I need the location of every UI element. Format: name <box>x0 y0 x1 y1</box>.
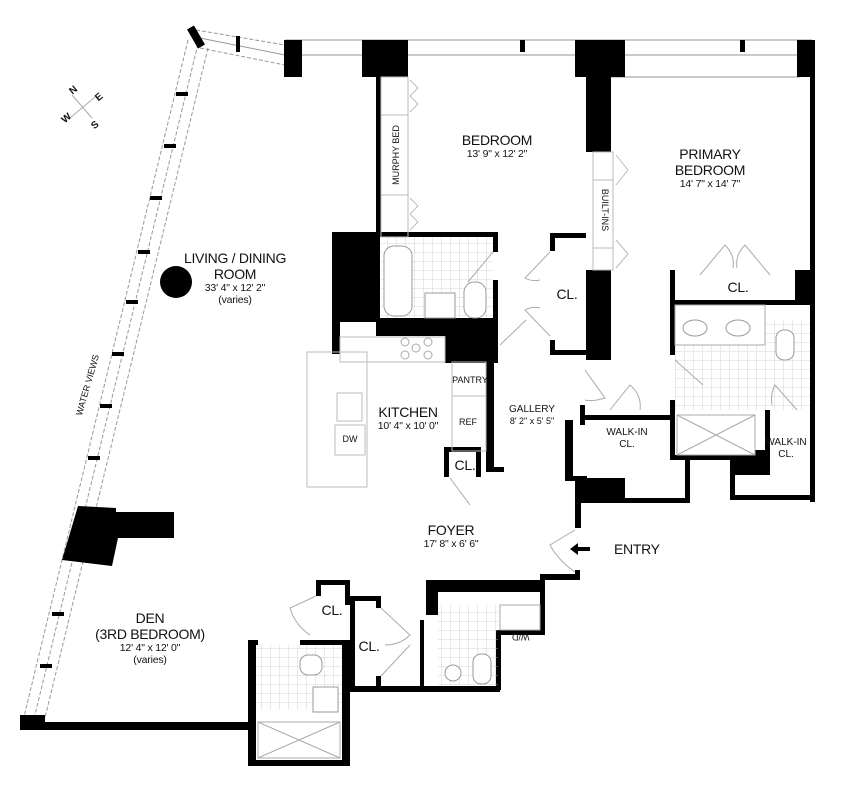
living-dining-label: LIVING / DINING ROOM 33' 4" x 12' 2" (va… <box>183 250 287 307</box>
sink-left <box>682 319 708 337</box>
walk-in-closet-left-label: WALK-IN CL. <box>606 427 648 450</box>
den-label: DEN (3RD BEDROOM) 12' 4" x 12' 0" (varie… <box>95 610 205 667</box>
primary-bedroom-label: PRIMARY BEDROOM 14' 7" x 14' 7" <box>674 146 746 191</box>
built-ins-label: BUILT-INS <box>600 188 611 232</box>
ref-label: REF <box>459 417 477 427</box>
closet-hall-label: CL. <box>358 638 380 654</box>
compass-icon <box>69 94 96 119</box>
den-shower <box>257 721 341 759</box>
closet-gallery-label: CL. <box>556 286 578 302</box>
gallery-label: GALLERY 8' 2" x 5' 5" <box>509 404 555 426</box>
cooktop <box>400 337 433 360</box>
murphy-bed-label: MURPHY BED <box>390 125 401 185</box>
walk-in-closet-right-label: WALK-IN CL. <box>765 437 807 460</box>
bedroom-label: BEDROOM 13' 9" x 12' 2" <box>461 132 533 161</box>
foyer-label: FOYER 17' 8" x 6' 6" <box>423 522 479 551</box>
toilet <box>463 281 487 319</box>
entry-arrow-icon <box>570 543 590 555</box>
closet-kitchen-label: CL. <box>454 457 476 473</box>
window-mullions <box>40 92 188 668</box>
entry-label: ENTRY <box>614 541 660 557</box>
closet-primary-label: CL. <box>727 279 749 295</box>
vanity-sink <box>424 292 456 319</box>
closet-den-label: CL. <box>321 602 343 618</box>
dw-label: DW <box>342 434 358 444</box>
built-ins-unit <box>592 151 629 271</box>
primary-toilet <box>775 329 795 361</box>
pantry-label: PANTRY <box>452 375 488 385</box>
kitchen-counters <box>306 336 487 488</box>
wd-label: W/D <box>512 632 530 642</box>
north-angled-window <box>195 29 286 66</box>
kitchen-label: KITCHEN 10' 4" x 10' 0" <box>377 404 439 433</box>
sink-right <box>725 319 751 337</box>
primary-shower <box>676 414 756 456</box>
bathtub <box>383 245 413 317</box>
walls <box>20 40 815 766</box>
